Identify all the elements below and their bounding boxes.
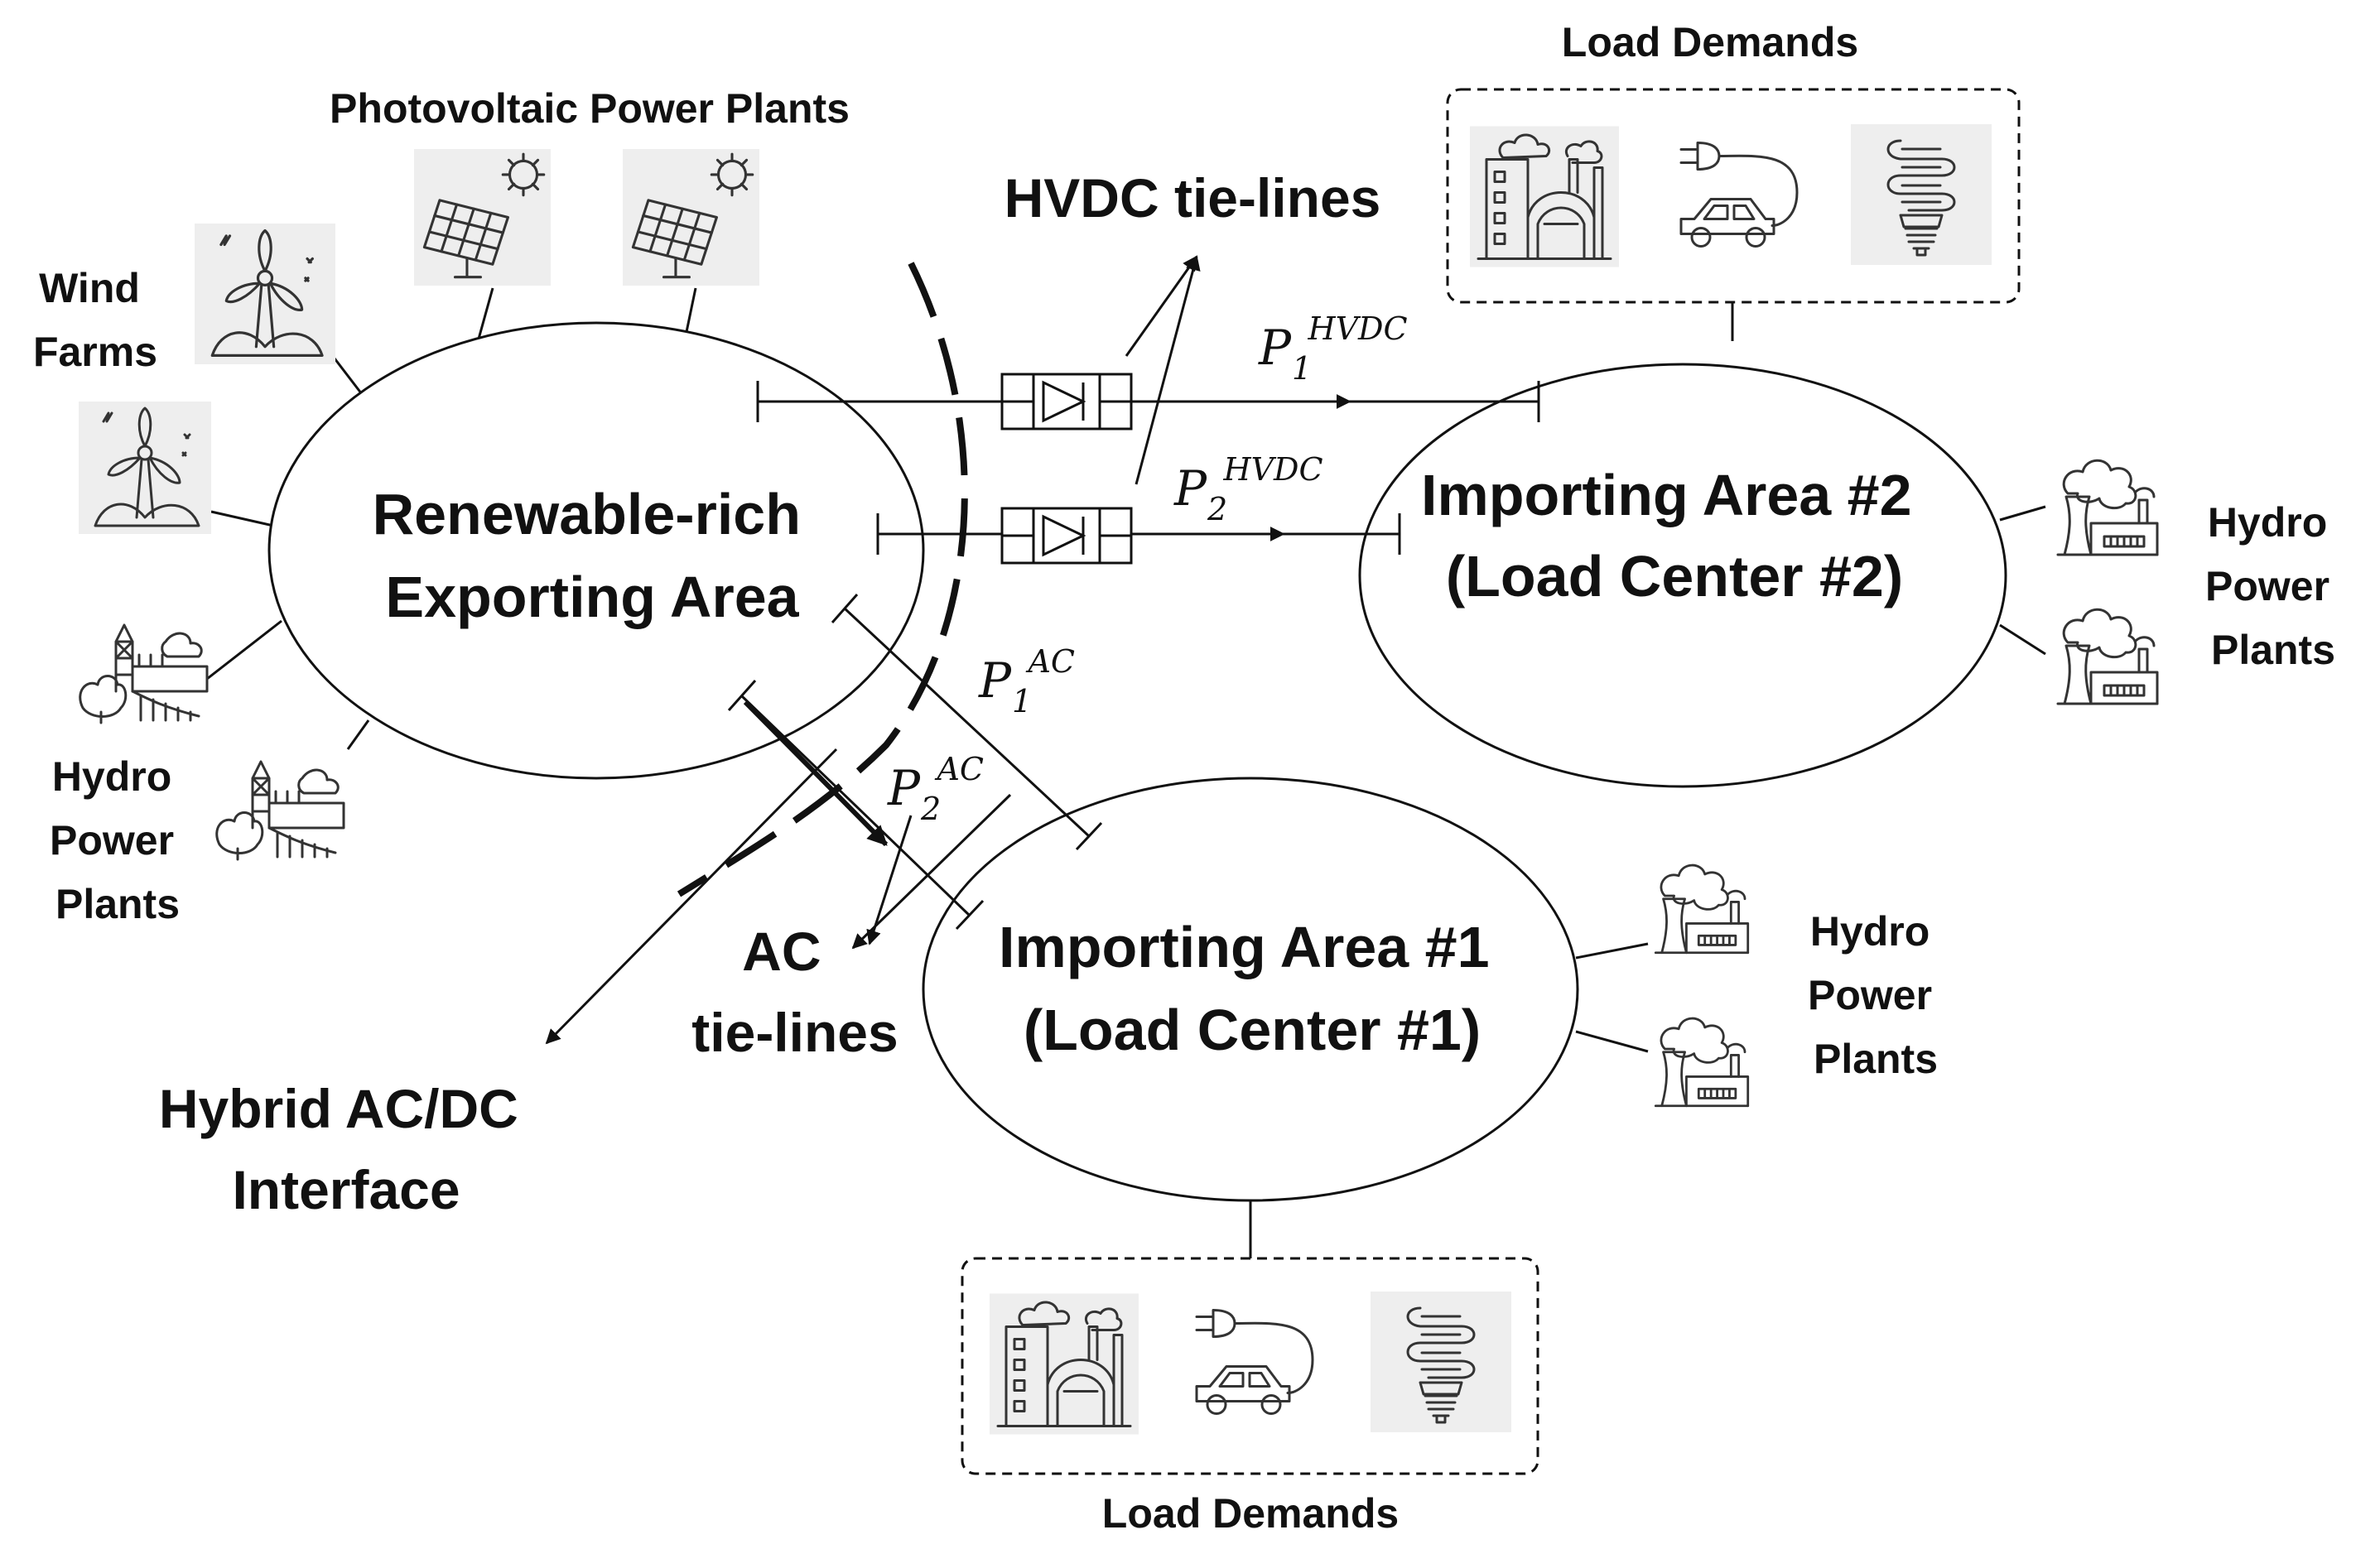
hydro-right1-line2: Power	[1808, 972, 1932, 1018]
wind-farms-line1: Wind	[39, 265, 140, 311]
hybrid-interface-arrow	[545, 748, 838, 1045]
hydro-dam-icon	[215, 760, 345, 861]
importing-area-1-line2: (Load Center #1)	[1024, 998, 1481, 1062]
load-demands-box-bottom	[961, 1257, 1539, 1475]
p2-ac-sup: AC	[934, 751, 984, 787]
hybrid-interface-line2: Interface	[232, 1159, 460, 1220]
importing-area-1-ellipse	[922, 777, 1579, 1202]
power-plant-icon	[1654, 1017, 1750, 1108]
hvdc-tielines-label: HVDC tie-lines	[1005, 167, 1381, 229]
power-plant-icon	[2056, 459, 2159, 556]
p1-hvdc-label: P HVDC 1	[1258, 295, 1423, 387]
hvdc-line-2	[876, 513, 1401, 555]
importing-area-1-label: Importing Area #1 (Load Center #1)	[999, 915, 1506, 1062]
electric-car-icon	[1679, 141, 1799, 248]
load-demands-bottom-label: Load Demands	[1102, 1490, 1399, 1537]
p2-ac-base: P	[887, 760, 921, 816]
hydro-left-line2: Power	[50, 817, 174, 863]
hydro-dam-icon	[79, 623, 209, 724]
light-bulb-icon	[1851, 124, 1992, 265]
hvdc-pointer-arrow	[1135, 255, 1201, 485]
converter-icon	[1002, 508, 1131, 563]
p2-ac-label: P AC 2	[887, 735, 999, 827]
ac-tielines-label: AC tie-lines	[691, 921, 898, 1063]
p2-ac-sub: 2	[920, 791, 941, 827]
factory-icon	[990, 1292, 1139, 1436]
factory-icon	[1470, 124, 1619, 269]
importing-area-2-ellipse	[1358, 363, 2007, 788]
importing-area-2-line2: (Load Center #2)	[1446, 544, 1903, 609]
hydro-left-line3: Plants	[55, 881, 180, 927]
hydro-left-label: Hydro Power Plants	[50, 753, 185, 927]
hybrid-interface-boundary	[677, 262, 968, 897]
importing-area-1-line1: Importing Area #1	[999, 915, 1490, 979]
p1-ac-base: P	[978, 652, 1012, 709]
ac-tielines-line2: tie-lines	[691, 1002, 898, 1063]
p1-hvdc-sub: 1	[1292, 350, 1312, 387]
power-plant-icon	[2056, 608, 2159, 705]
p1-hvdc-sup: HVDC	[1307, 310, 1407, 347]
hydro-left-line1: Hydro	[52, 753, 171, 800]
light-bulb-icon	[1371, 1292, 1511, 1432]
hydro-right2-line1: Hydro	[2208, 499, 2327, 546]
p2-hvdc-label: P HVDC 2	[1173, 435, 1338, 527]
wind-turbine-icon	[77, 402, 213, 534]
exporting-area-line2: Exporting Area	[385, 565, 799, 629]
exporting-area-ellipse	[267, 321, 925, 780]
exporting-area-line1: Renewable-rich	[373, 482, 801, 546]
load-demands-box-top	[1446, 88, 2021, 304]
solar-panel-icon	[623, 149, 759, 286]
hvdc-line-1	[756, 381, 1540, 422]
importing-area-2-label: Importing Area #2 (Load Center #2)	[1421, 463, 1928, 609]
ac-pointer-arrow	[866, 815, 913, 945]
electric-car-icon	[1195, 1308, 1314, 1416]
importing-area-2-line1: Importing Area #2	[1421, 463, 1912, 527]
load-demands-top-label: Load Demands	[1562, 19, 1858, 65]
converter-icon	[1002, 374, 1131, 429]
hydro-right2-line2: Power	[2205, 563, 2329, 609]
ac-tielines-line1: AC	[742, 921, 821, 982]
hybrid-interface-label: Hybrid AC/DC Interface	[159, 1078, 533, 1220]
p2-hvdc-base: P	[1173, 460, 1207, 517]
p2-hvdc-sup: HVDC	[1222, 451, 1322, 488]
hydro-right1-label: Hydro Power Plants	[1808, 908, 1944, 1082]
hydro-right1-line1: Hydro	[1810, 908, 1930, 955]
wind-turbine-icon	[195, 224, 335, 364]
hydro-right2-label: Hydro Power Plants	[2205, 499, 2341, 673]
ac-line-2	[727, 680, 985, 931]
hybrid-interface-line1: Hybrid AC/DC	[159, 1078, 518, 1139]
ac-pointer-arrow	[851, 793, 1012, 950]
p1-ac-sup: AC	[1025, 643, 1075, 680]
power-plant-icon	[1654, 863, 1750, 955]
wind-farms-line2: Farms	[33, 329, 157, 375]
exporting-area-label: Renewable-rich Exporting Area	[373, 482, 817, 629]
p2-hvdc-sub: 2	[1207, 491, 1227, 527]
p1-hvdc-base: P	[1258, 320, 1292, 376]
p1-ac-sub: 1	[1012, 683, 1032, 719]
hydro-right2-line3: Plants	[2211, 627, 2335, 673]
wind-farms-label: Wind Farms	[33, 265, 157, 375]
hydro-right1-line3: Plants	[1814, 1036, 1938, 1082]
solar-panel-icon	[414, 149, 551, 286]
ac-line-1	[831, 594, 1103, 851]
photovoltaic-label: Photovoltaic Power Plants	[330, 85, 850, 132]
hvdc-pointer-arrow	[1125, 255, 1198, 357]
p1-ac-label: P AC 1	[978, 628, 1090, 719]
